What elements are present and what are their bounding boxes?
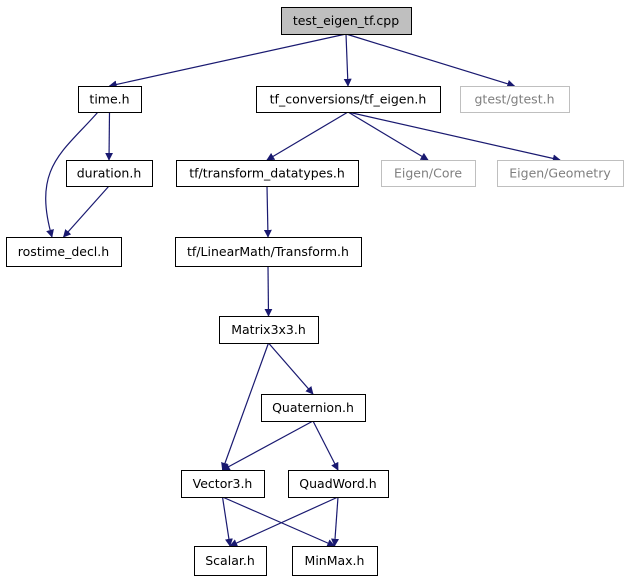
node-label: Vector3.h — [193, 476, 253, 491]
node-tfdt[interactable]: tf/transform_datatypes.h — [176, 160, 359, 187]
node-time[interactable]: time.h — [78, 86, 142, 113]
node-box — [288, 470, 389, 498]
node-box — [78, 86, 142, 113]
edge-line — [263, 185, 272, 238]
edge-line — [221, 342, 270, 471]
node-box — [6, 237, 122, 267]
edge-duration-to-rostime — [62, 185, 110, 238]
edge-line — [108, 33, 347, 89]
edge-root-to-tfconv — [343, 33, 352, 87]
node-gtest: gtest/gtest.h — [460, 86, 570, 113]
node-box — [66, 160, 153, 187]
edges-layer — [45, 33, 561, 547]
node-box — [261, 394, 366, 422]
edge-line — [343, 33, 352, 87]
node-minmax[interactable]: MinMax.h — [292, 546, 378, 576]
edge-line — [105, 111, 114, 161]
node-box — [292, 546, 378, 576]
node-label: test_eigen_tf.cpp — [293, 13, 399, 28]
node-box — [176, 160, 359, 187]
node-label: Quaternion.h — [272, 400, 354, 415]
node-label: Eigen/Core — [394, 166, 462, 181]
nodes-layer: test_eigen_tf.cpp time.h tf_conversions/tf… — [6, 7, 624, 576]
edge-line — [347, 111, 561, 163]
edge-lmtransform-to-matrix — [264, 265, 273, 317]
edge-line — [331, 496, 340, 547]
node-quat[interactable]: Quaternion.h — [261, 394, 366, 422]
node-box — [181, 470, 265, 498]
node-label: duration.h — [77, 166, 142, 181]
node-box — [281, 7, 412, 35]
node-label: tf/transform_datatypes.h — [189, 166, 345, 181]
edge-line — [264, 265, 273, 317]
node-vector3[interactable]: Vector3.h — [181, 470, 265, 498]
node-label: tf/LinearMath/Transform.h — [187, 244, 349, 259]
edge-tfconv-to-tfdt — [266, 111, 349, 161]
node-scalar[interactable]: Scalar.h — [194, 546, 267, 576]
node-rostime[interactable]: rostime_decl.h — [6, 237, 122, 267]
node-box — [194, 546, 267, 576]
edge-line — [345, 33, 516, 88]
edge-time-to-rostime — [45, 111, 99, 238]
node-box — [497, 160, 624, 187]
node-lmtransform[interactable]: tf/LinearMath/Transform.h — [175, 237, 362, 267]
edge-line — [312, 420, 339, 471]
edge-tfconv-to-eigencore — [347, 111, 429, 161]
node-eigengeo: Eigen/Geometry — [497, 160, 624, 187]
edge-line — [62, 185, 110, 238]
edge-time-to-duration — [105, 111, 114, 161]
edge-quadword-to-minmax — [331, 496, 340, 547]
edge-line — [222, 496, 336, 547]
node-duration[interactable]: duration.h — [66, 160, 153, 187]
edge-line — [221, 496, 233, 547]
edge-line — [45, 111, 99, 238]
node-quadword[interactable]: QuadWord.h — [288, 470, 389, 498]
node-box — [256, 86, 441, 113]
edge-line — [268, 342, 314, 395]
node-box — [175, 237, 362, 267]
node-eigencore: Eigen/Core — [381, 160, 476, 187]
node-root: test_eigen_tf.cpp — [281, 7, 412, 35]
node-label: rostime_decl.h — [18, 244, 109, 259]
node-label: Matrix3x3.h — [231, 322, 306, 337]
edge-line — [221, 420, 314, 471]
edge-vector3-to-scalar — [221, 496, 233, 547]
edge-tfconv-to-eigengeo — [347, 111, 561, 163]
edge-matrix-to-vector3 — [221, 342, 270, 471]
node-matrix[interactable]: Matrix3x3.h — [219, 316, 319, 344]
edge-line — [347, 111, 429, 161]
node-label: Eigen/Geometry — [509, 166, 611, 181]
node-box — [460, 86, 570, 113]
node-box — [219, 316, 319, 344]
edge-root-to-gtest — [345, 33, 516, 88]
edge-root-to-time — [108, 33, 347, 89]
edge-tfdt-to-lmtransform — [263, 185, 272, 238]
node-tfconv[interactable]: tf_conversions/tf_eigen.h — [256, 86, 441, 113]
node-label: Scalar.h — [205, 553, 255, 568]
edge-line — [229, 496, 339, 547]
node-box — [381, 160, 476, 187]
edge-quat-to-quadword — [312, 420, 339, 471]
edge-vector3-to-minmax — [222, 496, 336, 547]
edge-line — [266, 111, 349, 161]
node-label: QuadWord.h — [299, 476, 376, 491]
edge-quadword-to-scalar — [229, 496, 339, 547]
node-label: time.h — [89, 92, 129, 107]
node-label: MinMax.h — [305, 553, 365, 568]
edge-quat-to-vector3 — [221, 420, 314, 471]
edge-matrix-to-quat — [268, 342, 314, 395]
node-label: gtest/gtest.h — [475, 92, 555, 107]
node-label: tf_conversions/tf_eigen.h — [270, 92, 427, 107]
